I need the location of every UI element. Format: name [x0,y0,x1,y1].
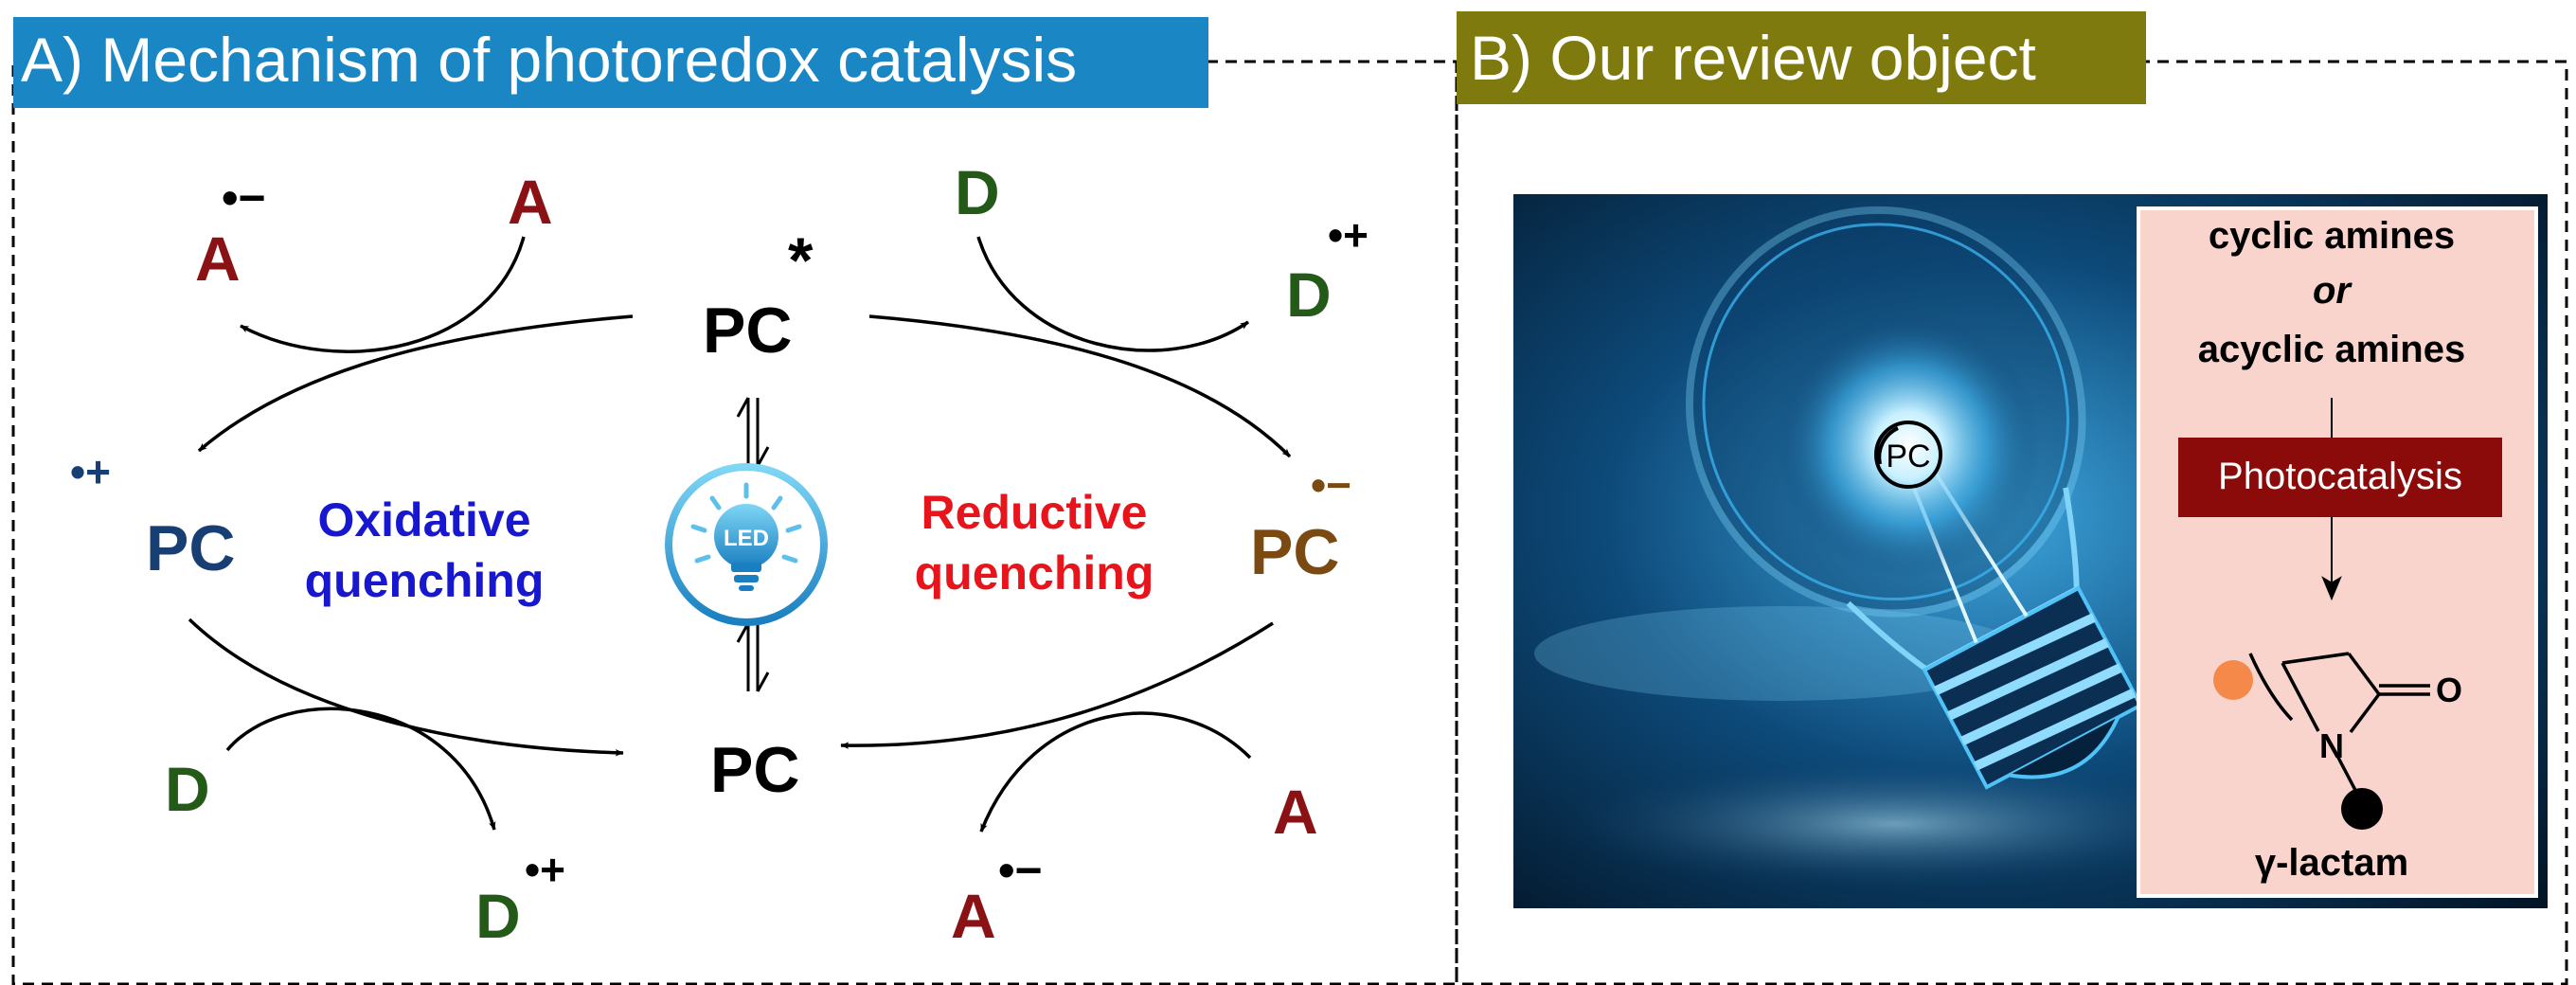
donor-top-product: D [1286,260,1332,330]
process-badge [2178,438,2502,517]
equilibrium-upper [736,397,770,467]
atom-o: O [2436,671,2462,709]
panel-a-title: A) Mechanism of photoredox catalysis [21,25,1077,95]
pc-reduced-charge: •− [1311,460,1351,510]
process-label: Photocatalysis [2218,456,2462,497]
substituent-dot-black [2341,788,2383,830]
pc-excited-mark: * [788,224,814,296]
lactam-structure [2248,652,2430,797]
substituent-dot-orange [2213,660,2253,700]
arrow-excited-to-reduced [868,314,1292,458]
box-line-3: acyclic amines [2198,329,2465,370]
acceptor-bottom-product: A [951,881,996,951]
donor-bottom-product-charge: •+ [525,845,565,894]
pc-reduced: PC [1250,516,1339,588]
led-bulb-icon: LED [665,463,828,626]
arrow-donor-top [976,236,1249,352]
arrow-donor-bottom [225,707,496,831]
oxidative-label-line1: Oxidative [317,493,530,546]
arrow-oxidized-to-ground [188,618,624,757]
product-label: γ-lactam [2255,842,2408,884]
acceptor-top: A [508,167,553,237]
acceptor-top-product-charge: •− [222,171,266,224]
acceptor-bottom: A [1273,777,1318,847]
arrow-excited-to-oxidized [197,314,634,453]
arrow-acceptor-bottom [979,711,1252,833]
bulb-pc-label: PC [1886,439,1930,475]
panel-b: B) Our review object [1455,11,2568,985]
led-label: LED [724,526,769,551]
reaction-box [2137,206,2538,898]
pc-excited: PC [703,295,792,367]
pc-ground: PC [710,734,799,806]
equilibrium-lower [736,622,770,692]
panel-a-header [13,17,1208,108]
box-line-2: or [2313,270,2352,312]
arrow-reduced-to-ground [840,621,1274,749]
donor-top: D [955,157,1000,227]
pc-oxidized-charge: •+ [70,447,111,496]
donor-top-product-charge: •+ [1328,210,1368,260]
box-line-1: cyclic amines [2209,215,2455,257]
reductive-label-line1: Reductive [921,486,1148,539]
panel-b-header [1457,11,2146,104]
reductive-label-line2: quenching [915,546,1154,600]
acceptor-bottom-product-charge: •− [998,844,1043,897]
donor-bottom-product: D [475,881,521,951]
arrow-acceptor-top [240,236,526,353]
acceptor-top-product: A [195,224,241,294]
atom-n: N [2319,726,2344,765]
panel-b-title: B) Our review object [1470,23,2036,93]
donor-bottom: D [165,754,210,824]
panel-a: A) Mechanism of photoredox catalysis [11,17,1458,985]
pc-oxidized: PC [146,512,235,584]
oxidative-label-line2: quenching [305,554,545,607]
